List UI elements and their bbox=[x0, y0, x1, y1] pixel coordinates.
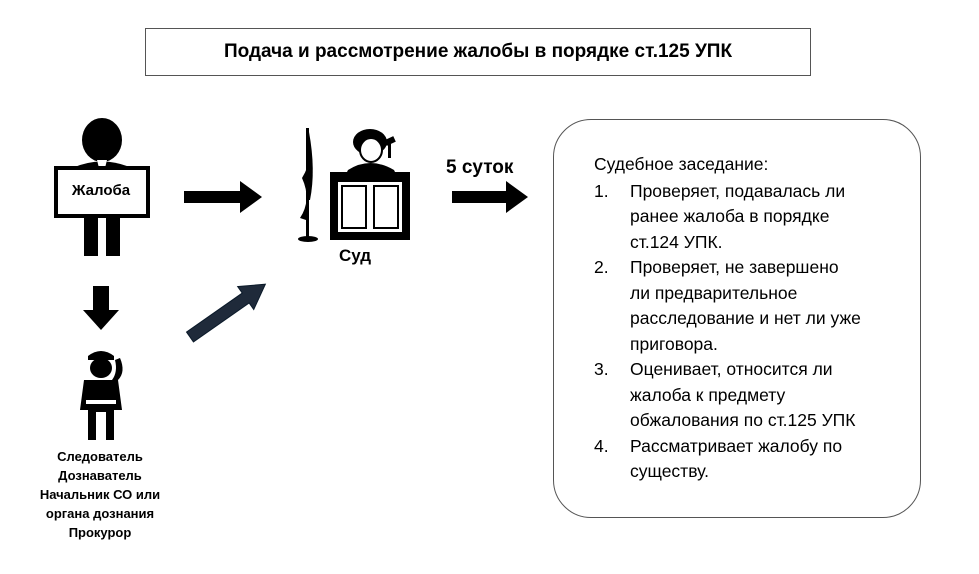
step-number: 3. bbox=[594, 359, 609, 379]
complaint-sign bbox=[54, 166, 150, 218]
step-line: существу. bbox=[630, 461, 709, 481]
hearing-steps: 1. Проверяет, подавалась ли ранее жалоба… bbox=[594, 179, 900, 485]
step-line: приговора. bbox=[630, 333, 718, 354]
step-line: ст.124 УПК. bbox=[630, 231, 723, 252]
step-text: Оценивает, относится ли жалоба к предмет… bbox=[630, 357, 900, 434]
officer-icon bbox=[80, 351, 123, 440]
step-line: Проверяет, не завершено bbox=[630, 257, 839, 277]
step-number: 1. bbox=[594, 180, 609, 201]
step-number: 4. bbox=[594, 435, 609, 456]
step-line: ранее жалоба в порядке bbox=[630, 206, 830, 226]
court-bench bbox=[330, 172, 410, 240]
official-inquirer: Дознаватель bbox=[58, 468, 142, 483]
hearing-step: 1. Проверяет, подавалась ли ранее жалоба… bbox=[594, 179, 900, 256]
complaint-label: Жалоба bbox=[71, 182, 131, 199]
hearing-title: Судебное заседание: bbox=[594, 154, 769, 174]
officials-list: Следователь Дознаватель Начальник СО или… bbox=[20, 447, 180, 542]
step-line: ли предварительное bbox=[630, 282, 798, 303]
arrow-diagonal bbox=[185, 283, 267, 343]
step-line: Рассматривает жалобу по bbox=[630, 435, 843, 456]
step-text: Рассматривает жалобу по существу. bbox=[630, 434, 900, 485]
court-label: Суд bbox=[338, 246, 372, 265]
days-label: 5 суток bbox=[446, 157, 514, 178]
hearing-step: 2. Проверяет, не завершено ли предварите… bbox=[594, 255, 900, 357]
step-line: Проверяет, подавалась ли bbox=[630, 180, 846, 201]
official-investigator: Следователь bbox=[57, 449, 143, 464]
step-line: обжалования по ст.125 УПК bbox=[630, 410, 856, 430]
step-line: жалоба к предмету bbox=[630, 384, 786, 405]
step-number: 2. bbox=[594, 257, 609, 277]
arrow-down bbox=[83, 286, 119, 330]
arrow-to-court bbox=[184, 181, 262, 213]
diagram-title: Подача и рассмотрение жалобы в порядке с… bbox=[145, 28, 811, 76]
official-prosecutor: Прокурор bbox=[68, 525, 132, 540]
step-line: Оценивает, относится ли bbox=[630, 359, 833, 379]
hearing-box: Судебное заседание: 1. Проверяет, подава… bbox=[553, 119, 921, 518]
official-head-line1: Начальник СО или bbox=[39, 487, 161, 502]
step-text: Проверяет, не завершено ли предварительн… bbox=[630, 255, 900, 357]
step-text: Проверяет, подавалась ли ранее жалоба в … bbox=[630, 179, 900, 256]
official-head-line2: органа дознания bbox=[45, 506, 155, 521]
step-line: расследование и нет ли уже bbox=[630, 308, 861, 328]
hearing-step: 4. Рассматривает жалобу по существу. bbox=[594, 434, 900, 485]
judge-icon bbox=[346, 129, 396, 174]
arrow-to-hearing bbox=[452, 181, 528, 213]
flag-icon bbox=[298, 128, 318, 242]
hearing-step: 3. Оценивает, относится ли жалоба к пред… bbox=[594, 357, 900, 434]
